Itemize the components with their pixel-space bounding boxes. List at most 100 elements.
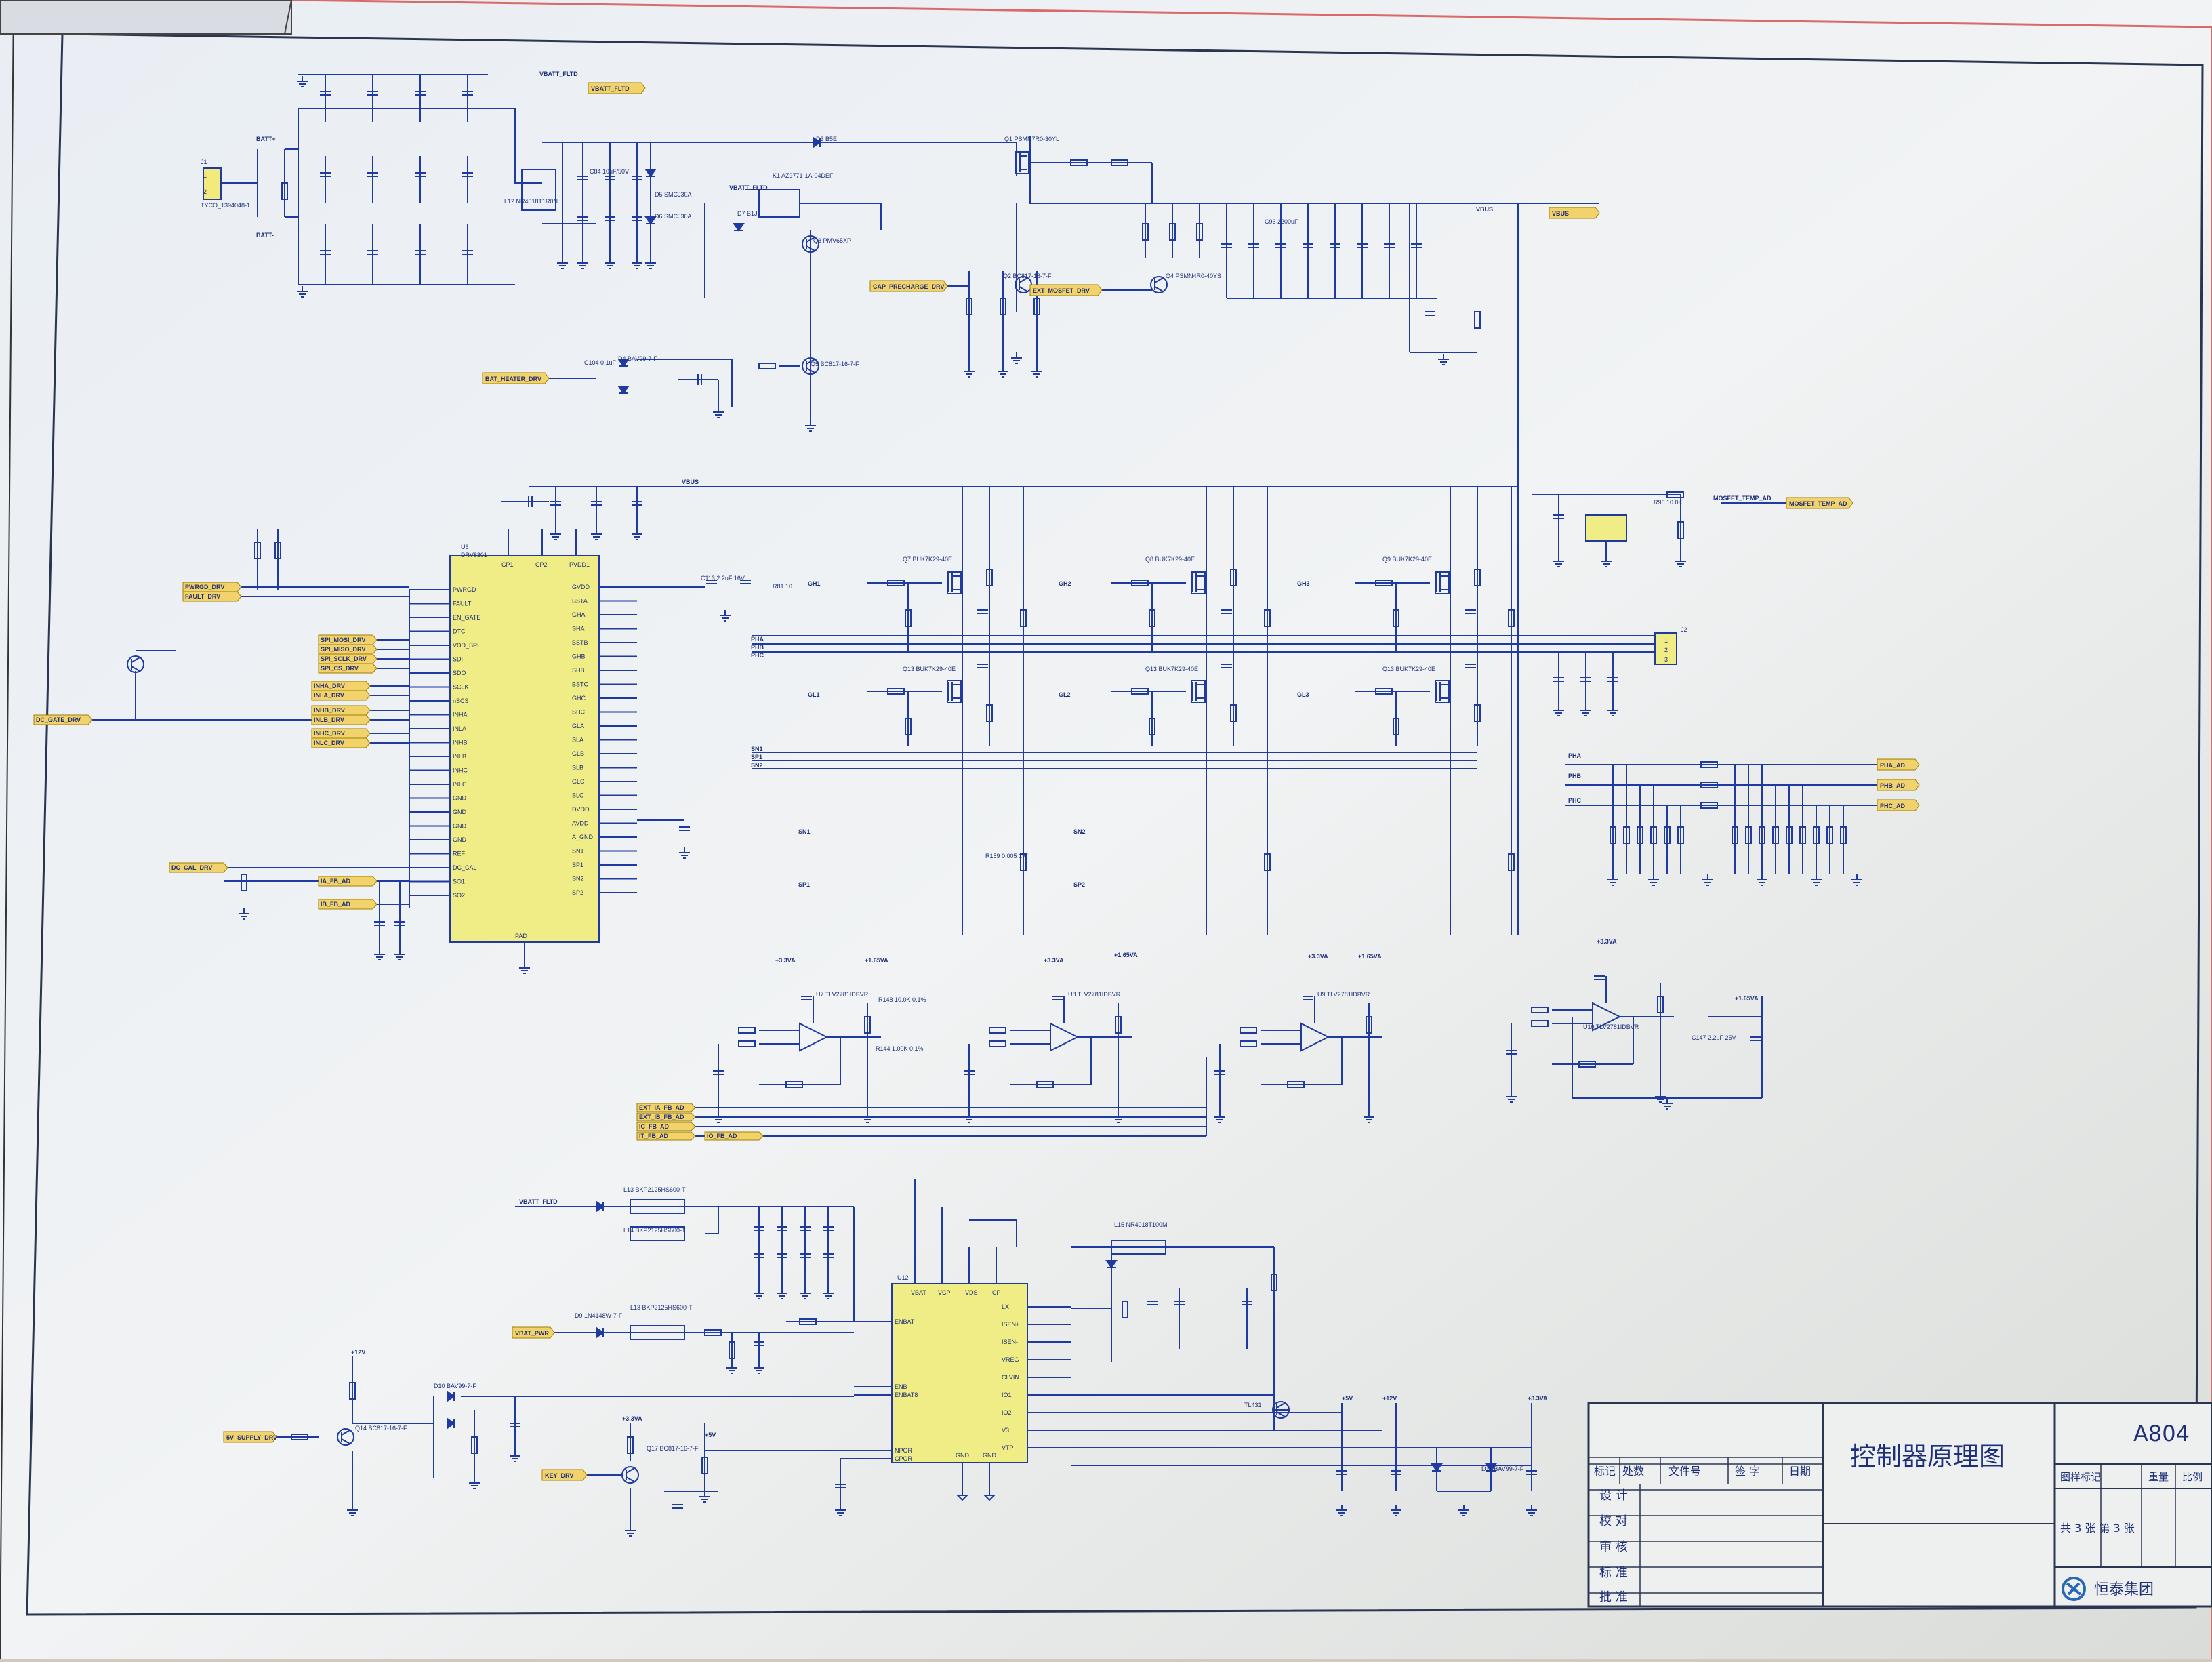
input-tag xyxy=(182,591,242,602)
input-tag-text: INLB_DRV xyxy=(314,716,344,723)
tb-scale: 比例 xyxy=(2182,1471,2203,1483)
net-33va-4: +3.3VA xyxy=(1597,938,1617,945)
resistor xyxy=(1131,580,1149,586)
ntc-block[interactable] xyxy=(1585,514,1627,542)
battery-connector-ref: J1 xyxy=(201,159,207,165)
label-d3: D3 B5E xyxy=(816,136,837,142)
tag-vbatt-fltd-top[interactable]: VBATT_FLTD xyxy=(588,82,646,94)
u12-pin-right-label: VTP xyxy=(1002,1444,1014,1451)
resistor xyxy=(887,580,905,586)
diode xyxy=(1485,1463,1497,1472)
tag-phb-fb[interactable]: PHB_AD xyxy=(1877,779,1920,791)
ic-buck-regulator[interactable]: U12 xyxy=(891,1274,1028,1463)
bjt-c xyxy=(1019,277,1028,283)
u12-pin-left-label: CPOR xyxy=(895,1455,913,1462)
battery-connector-pin1: 1 xyxy=(203,172,207,179)
label-q9: Q9 BUK7K29-40E xyxy=(1382,556,1432,563)
label-u9: U9 TLV2781IDBVR xyxy=(1317,991,1370,998)
svg-text:MOSFET_TEMP_AD: MOSFET_TEMP_AD xyxy=(1789,500,1847,507)
resistor xyxy=(905,718,912,735)
tag-key-drv[interactable]: KEY_DRV xyxy=(541,1469,588,1481)
resistor xyxy=(1149,609,1155,627)
u6-pin-right-label: BSTC xyxy=(572,681,589,688)
resistor xyxy=(1000,298,1006,315)
input-tag-text: FAULT_DRV xyxy=(185,593,220,600)
tag-vbus-top[interactable]: VBUS xyxy=(1549,207,1600,219)
battery-connector[interactable]: 1 2 TYCO_1394048-1 J1 xyxy=(201,159,250,209)
u6-pin-right-label: BSTB xyxy=(572,639,588,646)
bjt-e xyxy=(131,666,140,672)
u6-pin-left-label: GND xyxy=(453,823,467,830)
u6-pin-right-label: SP1 xyxy=(572,862,583,868)
net-vbus-label: VBUS xyxy=(1476,206,1493,213)
u6-pin-right-label: GHB xyxy=(572,653,586,660)
u6-pin-bottom-label: PAD xyxy=(515,933,527,939)
resistor xyxy=(1230,704,1237,722)
u6-pin-right-label: DVDD xyxy=(572,806,590,813)
net-33va-1: +3.3VA xyxy=(775,957,796,964)
resistor xyxy=(1759,826,1765,844)
u6-pin-right-label: SN1 xyxy=(572,848,584,855)
u6-pin-right-label: GLC xyxy=(572,778,585,785)
ic-buck-pins: ENBATENBENBAT8NPORCPORLXISEN+ISEN-VREGCL… xyxy=(895,1289,1019,1462)
net-pha: PHA xyxy=(1568,752,1582,759)
u6-pin-right-label: SHC xyxy=(572,709,586,716)
tb-row-design: 设 计 xyxy=(1599,1488,1628,1503)
mosfet-low-1 xyxy=(1191,680,1206,703)
tag-cap-precharge[interactable]: CAP_PRECHARGE_DRV xyxy=(869,280,948,292)
bjt-e xyxy=(626,1476,635,1482)
bjt-e xyxy=(341,1438,350,1444)
svg-text:PHB_AD: PHB_AD xyxy=(1880,782,1906,789)
bjt-e xyxy=(806,367,815,373)
q4-symbol xyxy=(1150,276,1168,293)
tag-bat-heater[interactable]: BAT_HEATER_DRV xyxy=(482,372,550,384)
u12-pin-right-label: IO2 xyxy=(1002,1409,1012,1416)
u12-pin-right-label: ISEN+ xyxy=(1002,1321,1019,1328)
label-d11: D11 BAV99-7-F xyxy=(1481,1465,1524,1472)
q5-symbol xyxy=(802,357,819,375)
resistor xyxy=(1070,159,1088,166)
bjt-c xyxy=(341,1430,350,1436)
resistor xyxy=(1700,802,1718,809)
tag-mosfet-temp[interactable]: MOSFET_TEMP_AD xyxy=(1786,497,1853,509)
input-tag xyxy=(33,714,93,725)
bjt-c xyxy=(806,237,815,243)
motor-connector[interactable]: 1 2 3 J2 xyxy=(1654,626,1687,665)
u12-pin-top-label: VDS xyxy=(965,1289,978,1296)
label-d10: D10 BAV99-7-F xyxy=(434,1383,476,1390)
ic-main-driver[interactable]: U6 DRV8301 xyxy=(449,544,600,943)
opamp-1 xyxy=(1050,1022,1080,1052)
u6-pin-top-label: CP1 xyxy=(501,561,514,568)
tag-phc-fb[interactable]: PHC_AD xyxy=(1877,799,1920,811)
net-phb: PHB xyxy=(1568,773,1582,779)
resistor xyxy=(349,1382,356,1400)
label-l14: L14 BKP2125HS600-T xyxy=(623,1227,686,1234)
resistor xyxy=(785,1081,803,1088)
u6-pin-left-label: INLB xyxy=(453,753,466,760)
net-sp2-amp: SP2 xyxy=(1073,881,1085,888)
resistor xyxy=(1840,826,1847,844)
label-q7: Q7 BUK7K29-40E xyxy=(903,556,952,563)
tag-vbat-pwr[interactable]: VBAT_PWR xyxy=(512,1326,555,1339)
tag-ext-mosfet[interactable]: EXT_MOSFET_DRV xyxy=(1029,284,1103,296)
amp-tag xyxy=(636,1122,696,1131)
u6-pin-right-label: SLC xyxy=(572,792,584,799)
net-sp1-amp: SP1 xyxy=(798,881,810,888)
tag-supply-drv[interactable]: 5V_SUPPLY_DRV xyxy=(223,1431,277,1443)
tag-pha-fb[interactable]: PHA_AD xyxy=(1877,758,1920,771)
mosfet-high-2 xyxy=(1435,571,1450,594)
resistor xyxy=(905,609,912,627)
net-gh2: GH2 xyxy=(1059,580,1071,587)
u6-pin-top-label: CP2 xyxy=(535,561,548,568)
net-12v-1: +12V xyxy=(351,1349,365,1356)
resistor xyxy=(1474,704,1481,722)
resistor xyxy=(471,1436,478,1454)
input-tag xyxy=(311,737,371,748)
diode xyxy=(596,1326,605,1339)
u12-pin-left-label: ENBAT8 xyxy=(895,1392,918,1398)
amp-tag-text: EXT_IA_FB_AD xyxy=(639,1104,684,1111)
diode xyxy=(644,169,657,178)
q3-symbol xyxy=(802,235,819,253)
label-q14: Q14 BC817-16-7-F xyxy=(355,1425,407,1432)
